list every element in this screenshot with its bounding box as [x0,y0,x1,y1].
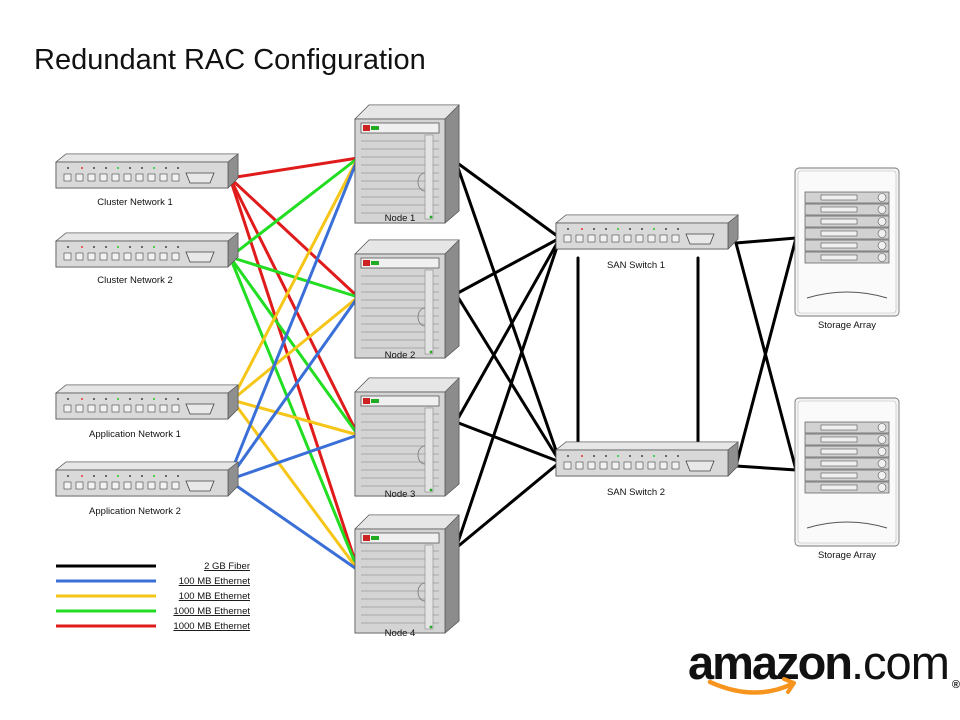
node-4-label: Node 4 [385,628,416,639]
application-network-2-switch: Application Network 2 [55,461,239,517]
logo-suffix: .com [851,636,950,689]
san-switch-1-label: SAN Switch 1 [607,260,665,271]
san-switch-2: SAN Switch 2 [555,441,739,498]
san-switch-2-label: SAN Switch 2 [607,487,665,498]
amazon-logo-wordmark: amazon.com® [688,636,960,692]
storage-array-2: Storage Array [794,397,900,561]
storage-array-1-label: Storage Array [818,320,876,331]
cluster-network-2-switch: Cluster Network 2 [55,232,239,286]
legend-label-fiber: 2 GB Fiber [204,561,250,572]
node-3-label: Node 3 [385,489,416,500]
legend-label-red: 1000 MB Ethernet [173,621,250,632]
node-1-label: Node 1 [385,213,416,224]
storage-array-1: Storage Array [794,167,900,331]
storage-array-2-label: Storage Array [818,550,876,561]
server-tower-icon [354,514,460,634]
node-2-server: Node 2 [354,239,460,361]
logo-brand: amazon [688,636,853,689]
network-switch-icon [55,153,239,189]
server-tower-icon [354,239,460,359]
application-network-1-switch: Application Network 1 [55,384,239,440]
network-switch-icon [55,384,239,420]
cluster-network-1-switch: Cluster Network 1 [55,153,239,208]
application-network-1-label: Application Network 1 [89,429,181,440]
san-switch-1: SAN Switch 1 [555,214,739,271]
logo-registered-mark: ® [951,679,960,691]
node-3-server: Node 3 [354,377,460,500]
network-switch-icon [55,461,239,497]
cluster-network-2-label: Cluster Network 2 [97,275,173,286]
node-2-label: Node 2 [385,350,416,361]
connection-lines [226,156,798,572]
legend-label-yellow: 100 MB Ethernet [179,591,251,602]
application-network-2-label: Application Network 2 [89,506,181,517]
network-switch-icon [555,214,739,250]
legend-label-blue: 100 MB Ethernet [179,576,251,587]
legend-label-green: 1000 MB Ethernet [173,606,250,617]
storage-array-icon [794,397,900,547]
cluster-network-1-label: Cluster Network 1 [97,197,173,208]
amazon-logo-icon: amazon.com® [688,638,960,700]
blue-links [226,156,360,572]
page-title: Redundant RAC Configuration [34,44,426,76]
node-1-server: Node 1 [354,104,460,224]
red-links [228,156,360,572]
green-links [228,156,360,572]
network-switch-icon [55,232,239,268]
server-tower-icon [354,104,460,224]
amazon-smile-icon [707,677,796,695]
fiber-links [454,160,798,550]
network-switch-icon [555,441,739,477]
server-tower-icon [354,377,460,497]
legend: 2 GB Fiber 100 MB Ethernet 100 MB Ethern… [56,561,250,632]
storage-array-icon [794,167,900,317]
node-4-server: Node 4 [354,514,460,639]
yellow-links [230,156,360,572]
